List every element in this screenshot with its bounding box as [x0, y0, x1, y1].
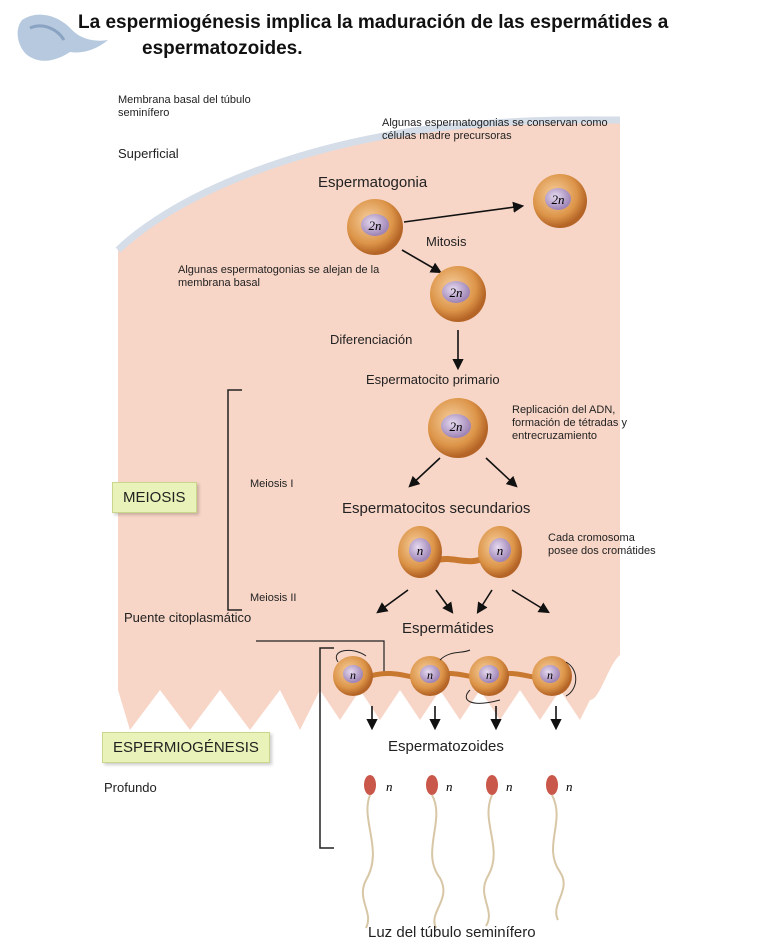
ploidy-label: n	[417, 543, 424, 558]
chromatid-note: Cada cromosoma posee dos cromátides	[548, 532, 658, 558]
title-line-2: espermatozoides.	[78, 36, 748, 62]
ploidy-label: n	[427, 668, 433, 682]
primary-spermatocyte-cell: 2n	[428, 398, 488, 458]
meiosis-tag: MEIOSIS	[112, 482, 197, 513]
spermatogonium-cell: 2n	[347, 199, 403, 255]
spermatozoa-label: Espermatozoides	[388, 738, 504, 756]
ploidy-label: n	[486, 668, 492, 682]
spermatozoon: n	[546, 775, 573, 920]
stem-spermatogonium-cell: 2n	[533, 174, 587, 228]
title-line-1: La espermiogénesis implica la maduración…	[78, 12, 668, 33]
differentiation-label: Diferenciación	[330, 332, 412, 348]
ploidy-label: 2n	[369, 218, 382, 233]
basal-membrane-label: Membrana basal del túbulo seminífero	[118, 94, 278, 120]
deep-label: Profundo	[104, 780, 157, 796]
ploidy-label: n	[446, 779, 453, 794]
lumen-label: Luz del túbulo seminífero	[368, 924, 536, 942]
spermatozoon: n	[363, 775, 393, 928]
spermiogenesis-tag: ESPERMIOGÉNESIS	[102, 732, 270, 763]
spermatozoon: n	[426, 775, 453, 928]
ploidy-label: n	[386, 779, 393, 794]
spermatozoon: n	[484, 775, 512, 926]
ploidy-label: n	[547, 668, 553, 682]
cytoplasmic-bridge-label: Puente citoplasmático	[124, 610, 256, 626]
meiosis-1-label: Meiosis I	[250, 478, 293, 491]
migration-note: Algunas espermatogonias se alejan de la …	[178, 264, 388, 290]
migrating-spermatogonium-cell: 2n	[430, 266, 486, 322]
ploidy-label: n	[506, 779, 513, 794]
ploidy-label: 2n	[450, 419, 463, 434]
ploidy-label: n	[566, 779, 573, 794]
spermatids-label: Espermátides	[402, 620, 494, 638]
ploidy-label: n	[350, 668, 356, 682]
primary-spermatocyte-label: Espermatocito primario	[366, 372, 500, 388]
spermatogonium-label: Espermatogonia	[318, 174, 427, 192]
mitosis-label: Mitosis	[426, 234, 466, 250]
ploidy-label: 2n	[450, 285, 463, 300]
page-title: La espermiogénesis implica la maduración…	[78, 10, 748, 62]
ploidy-label: 2n	[552, 192, 565, 207]
stem-cell-note: Algunas espermatogonias se conservan com…	[382, 117, 622, 143]
meiosis-2-label: Meiosis II	[250, 592, 296, 605]
ploidy-label: n	[497, 543, 504, 558]
spermatozoa: n n n n	[363, 775, 573, 928]
secondary-spermatocytes-label: Espermatocitos secundarios	[342, 500, 530, 518]
superficial-label: Superficial	[118, 146, 179, 162]
dna-replication-note: Replicación del ADN, formación de tétrad…	[512, 404, 662, 443]
